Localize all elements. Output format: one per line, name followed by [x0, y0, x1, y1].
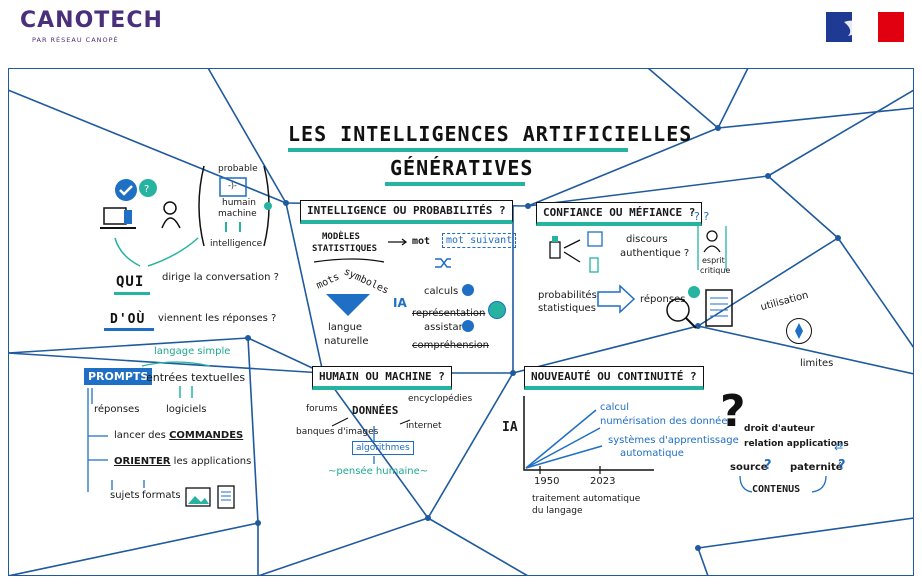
dou-underline	[104, 328, 154, 331]
limites-label: limites	[800, 358, 834, 369]
humain-label: humain	[222, 198, 256, 208]
logo-subtitle: PAR RÉSEAU CANOPÉ	[32, 36, 119, 44]
probable-frame	[196, 162, 272, 256]
contenus-label: CONTENUS	[752, 484, 801, 495]
pensee-label: ~pensée humaine~	[328, 466, 429, 477]
authentique-label: authentique ?	[620, 248, 690, 259]
mot-suivant-label: mot suivant	[442, 233, 517, 248]
shuffle-icon	[434, 254, 452, 273]
machine-label: machine	[218, 209, 257, 219]
main-title-line1: LES INTELLIGENCES ARTIFICIELLES	[288, 122, 693, 146]
dirige-label: dirige la conversation ?	[162, 272, 279, 283]
lancer-label: lancer des COMMANDES	[114, 430, 244, 441]
nouveaute-title: NOUVEAUTÉ OU CONTINUITÉ ?	[524, 366, 704, 390]
esprit-critique-illustration: ? ?	[692, 208, 732, 276]
qui-label: QUI	[116, 274, 145, 290]
automatique-label: automatique	[620, 448, 684, 459]
comprehension-label: compréhension	[412, 340, 490, 351]
nouveaute-ia-label: IA	[502, 420, 518, 435]
poster-frame	[8, 68, 914, 576]
banques-label: banques d'images	[296, 427, 379, 437]
ia-label: IA	[393, 296, 407, 310]
computer-user-illustration: ?	[100, 178, 190, 242]
intelligence-label: intelligence	[210, 239, 263, 249]
canotech-logo: CANOTECH PAR RÉSEAU CANOPÉ	[18, 6, 162, 48]
assistant-label: assistant	[424, 322, 469, 333]
screen-glyph: -)-	[228, 181, 237, 190]
title-underline	[288, 148, 628, 152]
langage-simple-label: langage simple	[154, 346, 231, 357]
critique-label: critique	[700, 266, 731, 275]
internet-label: internet	[406, 421, 442, 431]
discours-label: discours	[626, 234, 668, 245]
numerisation-label: numérisation des données	[600, 416, 733, 427]
sujets-label: sujets	[110, 490, 140, 501]
dou-label: D'OÙ	[110, 312, 146, 327]
probable-label: probable	[218, 164, 258, 174]
swap-arrows-icon: ⇄	[834, 440, 844, 453]
statistiques-label: STATISTIQUES	[312, 244, 378, 254]
republique-francaise-logo	[826, 12, 904, 42]
orienter-label: ORIENTER les applications	[114, 456, 252, 467]
entrees-label: entrées textuelles	[146, 371, 246, 384]
prompts-label: PROMPTS	[84, 368, 153, 385]
esprit-label: esprit	[702, 256, 725, 265]
bottles-illustration	[546, 228, 616, 282]
donnees-arrows	[330, 412, 420, 472]
logiciels-label: logiciels	[166, 404, 207, 415]
big-arrow-icon	[596, 284, 636, 318]
title-underline-2	[385, 182, 525, 186]
qui-arrows	[100, 236, 220, 280]
formats-label: formats	[142, 490, 181, 501]
modeles-label: MODÈLES	[322, 232, 360, 242]
viennent-label: viennent les réponses ?	[158, 313, 277, 324]
magnifier-document-illustration	[656, 284, 746, 338]
algorithmes-label: algorithmes	[352, 441, 414, 455]
calculs-check-icon	[462, 284, 474, 296]
contenus-arrows	[736, 474, 836, 502]
calcul-label: calcul	[600, 402, 630, 413]
conf-statistiques-label: statistiques	[538, 303, 596, 314]
relation-label: relation applications	[744, 439, 849, 449]
assistant-check-icon	[462, 320, 474, 332]
probabilites-label: probabilités	[538, 290, 597, 301]
timeline-graph	[516, 396, 656, 480]
encyclopedies-label: encyclopédies	[408, 394, 473, 404]
question-mark-icon: ?	[720, 386, 746, 437]
traitement-label: traitement automatique	[532, 494, 641, 504]
mot-label: mot	[412, 236, 431, 247]
prompts-arrows	[82, 360, 242, 504]
intelligence-arrows	[310, 232, 510, 326]
representation-label: représentation	[412, 308, 486, 319]
calculs-label: calculs	[424, 286, 459, 297]
paternite-question-icon: ?	[838, 458, 846, 473]
logo-text: CANOTECH	[20, 8, 163, 33]
year-1950: 1950	[534, 476, 560, 487]
source-question-icon: ?	[764, 458, 772, 473]
langue-label: langue	[328, 322, 363, 333]
reponses-label: réponses	[640, 294, 686, 305]
svg-text:? ?: ? ?	[694, 210, 709, 223]
langage-label: du langage	[532, 506, 583, 516]
paternite-label: paternité	[790, 462, 843, 473]
source-label: source	[730, 462, 768, 473]
intelligence-title: INTELLIGENCE OU PROBABILITÉS ?	[300, 200, 513, 224]
globe-icon	[488, 301, 506, 319]
systemes-label: systèmes d'apprentissage	[608, 435, 739, 446]
main-title-line2: GÉNÉRATIVES	[390, 156, 534, 180]
droit-label: droit d'auteur	[744, 424, 815, 434]
compass-icon	[786, 318, 812, 344]
donnees-label: DONNÉES	[352, 404, 399, 417]
prompts-reponses-label: réponses	[94, 404, 140, 415]
year-2023: 2023	[590, 476, 616, 487]
image-file-icon	[184, 484, 238, 514]
confiance-title: CONFIANCE OU MÉFIANCE ?	[536, 202, 703, 226]
forums-label: forums	[306, 404, 338, 414]
naturelle-label: naturelle	[324, 336, 369, 347]
humain-title: HUMAIN OU MACHINE ?	[312, 366, 452, 390]
svg-text:?: ?	[144, 184, 149, 195]
network-lines	[8, 68, 914, 576]
qui-underline	[114, 292, 150, 295]
